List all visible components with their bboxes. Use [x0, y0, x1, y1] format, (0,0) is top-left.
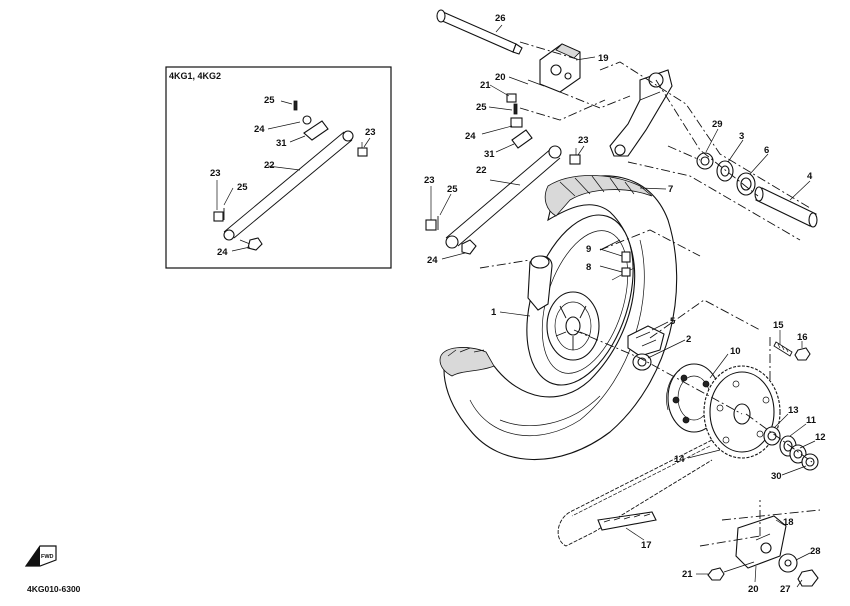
nut-27 [797, 569, 819, 587]
callout-13: 13 [788, 405, 799, 416]
collar-2 [632, 353, 652, 371]
callout-5: 5 [670, 316, 676, 327]
drawing-code: 4KG010-6300 [27, 584, 81, 594]
chain-adjuster [723, 515, 787, 573]
callout-31: 31 [484, 149, 495, 160]
nut-21-top [506, 93, 517, 103]
callout-8: 8 [586, 262, 591, 273]
rear-arm-rod [445, 145, 562, 255]
callout-6: 6 [764, 145, 769, 156]
callout-26: 26 [495, 13, 506, 24]
callout-9: 9 [586, 244, 591, 255]
inset-rear-arm-rod [223, 130, 354, 245]
callout-30: 30 [771, 471, 782, 482]
swing-link [609, 69, 673, 157]
inset-frame [165, 66, 392, 269]
inset-callout-23-right: 23 [365, 127, 376, 138]
inset-callout-25: 25 [264, 95, 275, 106]
washer-28 [778, 553, 798, 573]
seal-12 [789, 444, 807, 464]
callout-25-main: 25 [476, 102, 487, 113]
nut-16 [794, 347, 811, 361]
inset-callout-22: 22 [264, 160, 275, 171]
callout-28: 28 [810, 546, 821, 557]
callout-4: 4 [807, 171, 813, 182]
pivot-shaft [436, 9, 523, 55]
callout-25-lower: 25 [447, 184, 458, 195]
rear-wheel [439, 175, 678, 461]
callout-20-lower: 20 [748, 584, 759, 595]
nut-21-lower [707, 567, 725, 581]
callout-20-top: 20 [495, 72, 506, 83]
bearing-3 [716, 160, 734, 182]
inset-lower-fasteners [213, 208, 263, 251]
fwd-label: FWD [41, 554, 54, 560]
callout-7: 7 [668, 184, 673, 195]
inset-title: 4KG1, 4KG2 [169, 71, 221, 81]
callout-17: 17 [641, 540, 652, 551]
callout-21-lower: 21 [682, 569, 693, 580]
inset-panel: 4KG1, 4KG2 25 [165, 66, 392, 269]
callout-24-lower: 24 [427, 255, 438, 266]
bearing-6 [736, 172, 756, 196]
damper-5 [627, 325, 665, 357]
inset-callout-23-left: 23 [210, 168, 221, 179]
inset-callout-25-lower: 25 [237, 182, 248, 193]
inset-callout-31: 31 [276, 138, 287, 149]
inset-callout-24: 24 [254, 124, 265, 135]
callout-2: 2 [686, 334, 691, 345]
callout-23-lower: 23 [424, 175, 435, 186]
callout-14: 14 [674, 454, 685, 465]
callout-29: 29 [712, 119, 723, 130]
callout-21-top: 21 [480, 80, 491, 91]
drive-chain [557, 439, 713, 547]
callout-10: 10 [730, 346, 741, 357]
callout-18: 18 [783, 517, 794, 528]
callout-27: 27 [780, 584, 791, 595]
bolt-15 [773, 341, 793, 357]
sprocket [703, 365, 781, 459]
collar-29 [696, 152, 714, 170]
callout-24-upper: 24 [465, 131, 476, 142]
inset-upper-bracket [293, 100, 368, 157]
collar-13 [763, 426, 781, 446]
rod-lower-fasteners [425, 216, 439, 231]
inset-callout-24-lower: 24 [217, 247, 228, 258]
callout-11: 11 [806, 415, 817, 426]
callout-23-upper: 23 [578, 135, 589, 146]
callout-3: 3 [739, 131, 744, 142]
callout-22: 22 [476, 165, 487, 176]
rod-upper-fasteners [510, 103, 581, 165]
callout-16: 16 [797, 332, 808, 343]
callout-1: 1 [491, 307, 497, 318]
callout-15: 15 [773, 320, 784, 331]
callout-19: 19 [598, 53, 609, 64]
callout-12: 12 [815, 432, 826, 443]
caliper-bracket [527, 43, 581, 93]
forward-arrow-icon: FWD [24, 545, 57, 567]
